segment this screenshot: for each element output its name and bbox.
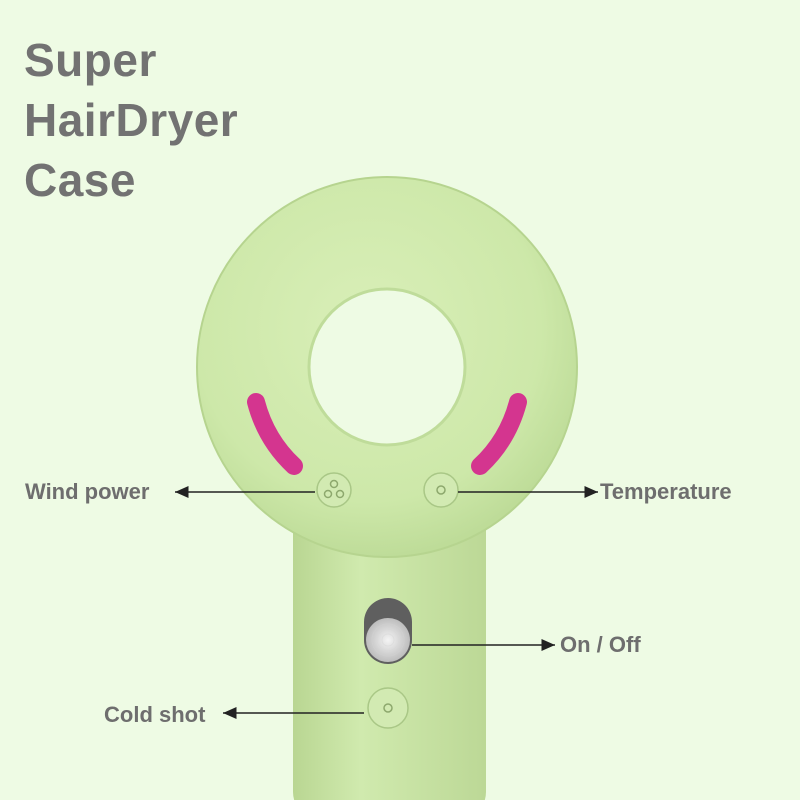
fan-icon xyxy=(323,479,345,499)
left-accent-light xyxy=(247,393,303,475)
power-switch-icon xyxy=(366,618,410,662)
title-line-2: HairDryer xyxy=(24,94,239,146)
dryer-head-opening xyxy=(309,289,465,445)
wind-power-label: Wind power xyxy=(25,479,150,504)
wind-power-button[interactable] xyxy=(316,472,352,508)
power-switch[interactable] xyxy=(364,598,412,664)
temperature-label: Temperature xyxy=(600,479,732,504)
cold-shot-dot-icon xyxy=(383,703,393,713)
title-line-1: Super xyxy=(24,34,157,86)
temperature-dot-icon xyxy=(436,485,446,495)
title-line-3: Case xyxy=(24,154,136,206)
cold-shot-button[interactable] xyxy=(367,687,409,729)
product-title: Super HairDryer Case xyxy=(24,30,238,210)
right-accent-light xyxy=(471,393,527,475)
cold-shot-label: Cold shot xyxy=(104,702,206,727)
temperature-button[interactable] xyxy=(423,472,459,508)
on-off-label: On / Off xyxy=(560,632,641,657)
